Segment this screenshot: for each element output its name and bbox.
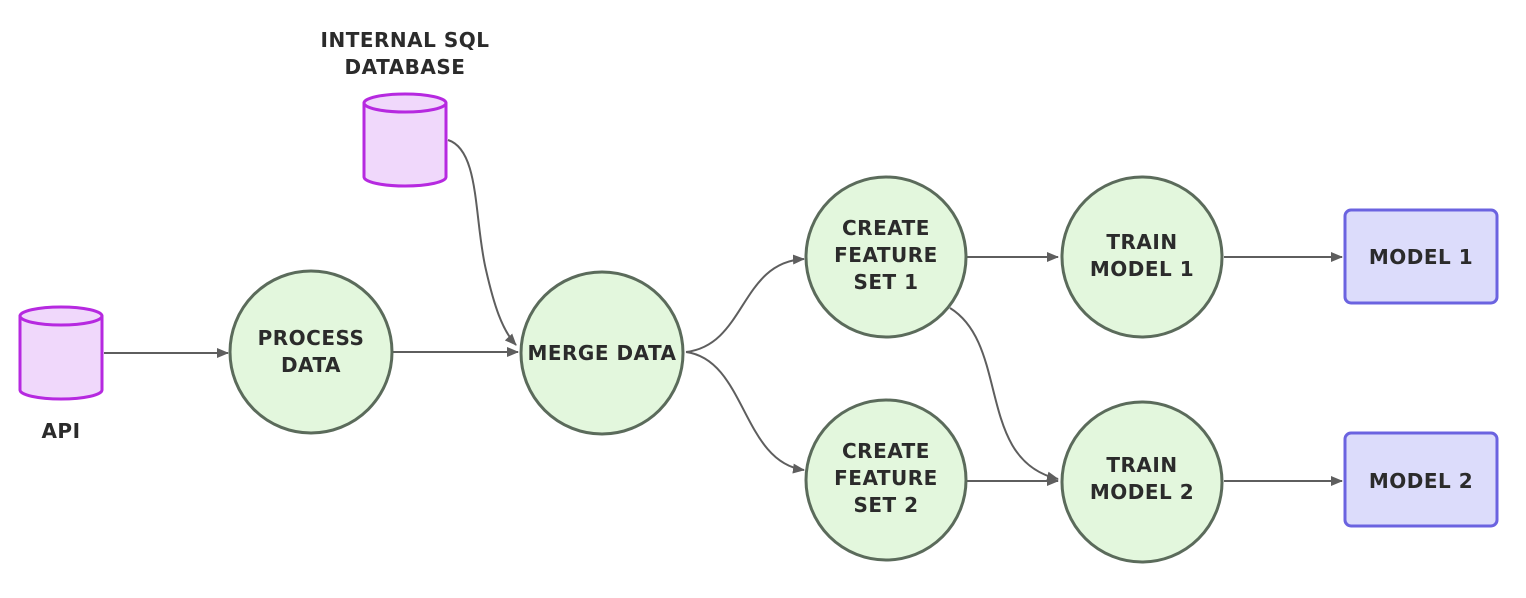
database-top	[362, 92, 448, 114]
create-feature-set-1-label-line1: CREATE	[842, 216, 930, 240]
database-icon	[362, 103, 448, 188]
model-2-box	[1343, 431, 1499, 528]
edge-sqldb-to-merge	[447, 139, 517, 346]
train-model-1-label-line2: MODEL 1	[1090, 257, 1194, 281]
process-data-label-line2: DATA	[281, 353, 341, 377]
create-feature-set-2-label-line2: FEATURE	[834, 466, 938, 490]
train-model-2-circle	[1060, 400, 1224, 564]
merge-data-label: MERGE DATA	[527, 341, 676, 365]
model-1-node[interactable]: MODEL 1	[1343, 208, 1499, 305]
create-feature-set-2-node[interactable]: CREATE FEATURE SET 2	[804, 398, 968, 562]
database-icon	[18, 316, 104, 401]
sql-database-node[interactable]: INTERNAL SQL DATABASE	[321, 28, 490, 188]
create-feature-set-1-label-line3: SET 1	[853, 270, 918, 294]
create-feature-set-2-label-line1: CREATE	[842, 439, 930, 463]
sql-db-label-line1: INTERNAL SQL	[321, 28, 490, 52]
model-2-node[interactable]: MODEL 2	[1343, 431, 1499, 528]
train-model-2-node[interactable]: TRAIN MODEL 2	[1060, 400, 1224, 564]
train-model-1-label-line1: TRAIN	[1106, 230, 1177, 254]
sql-db-label-line2: DATABASE	[345, 55, 466, 79]
merge-data-circle	[519, 270, 685, 436]
train-model-2-label-line2: MODEL 2	[1090, 480, 1194, 504]
edges	[104, 139, 1343, 486]
model-1-label: MODEL 1	[1369, 245, 1473, 269]
merge-data-node[interactable]: MERGE DATA	[519, 270, 685, 436]
api-database-node[interactable]: API	[18, 305, 104, 443]
model-1-box	[1343, 208, 1499, 305]
create-feature-set-2-label-line3: SET 2	[853, 493, 918, 517]
train-model-2-label-line1: TRAIN	[1106, 453, 1177, 477]
process-data-node[interactable]: PROCESS DATA	[228, 269, 394, 435]
train-model-1-circle	[1060, 175, 1224, 339]
train-model-1-node[interactable]: TRAIN MODEL 1	[1060, 175, 1224, 339]
create-feature-set-2-circle	[804, 398, 968, 562]
edge-feature1-to-train2	[949, 307, 1059, 482]
edge-merge-to-feature2	[685, 351, 805, 474]
create-feature-set-1-circle	[804, 175, 968, 339]
database-top	[18, 305, 104, 327]
process-data-label-line1: PROCESS	[258, 326, 365, 350]
edge-merge-to-feature1	[685, 254, 805, 353]
create-feature-set-1-node[interactable]: CREATE FEATURE SET 1	[804, 175, 968, 339]
process-data-circle	[228, 269, 394, 435]
model-2-label: MODEL 2	[1369, 469, 1473, 493]
create-feature-set-1-label-line2: FEATURE	[834, 243, 938, 267]
api-label: API	[41, 419, 80, 443]
